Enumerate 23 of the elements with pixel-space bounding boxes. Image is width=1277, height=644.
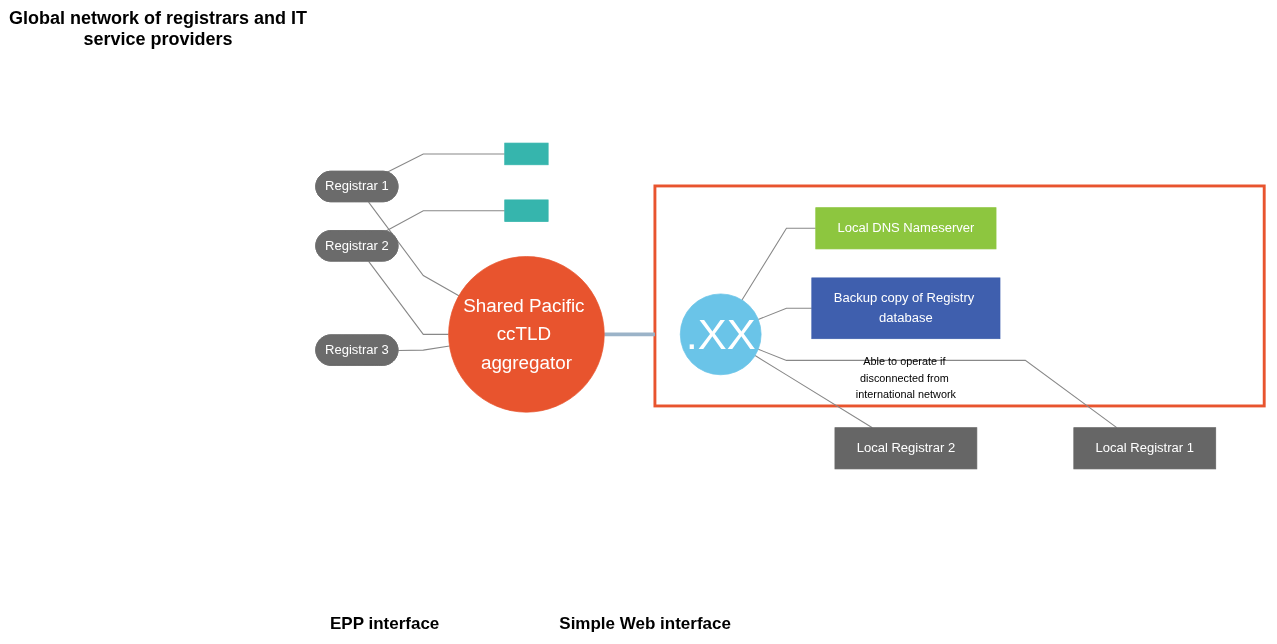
node-box — [504, 199, 549, 222]
connector — [604, 332, 655, 337]
node-box: Backup copy of Registry database — [811, 277, 1001, 340]
interface-label: Simple Web interface — [559, 614, 731, 634]
connector — [741, 227, 817, 301]
connector — [368, 201, 460, 297]
interface-label: EPP interface — [330, 614, 440, 634]
node-label: Able to operate if disconnected from international network — [855, 355, 956, 401]
connector — [757, 348, 1118, 429]
connector — [397, 345, 451, 351]
connector — [385, 210, 506, 232]
node-box: Local Registrar 2 — [834, 427, 978, 470]
node-box — [504, 142, 549, 166]
cluster — [653, 184, 1266, 408]
connector — [754, 355, 873, 429]
node-box: Local DNS Nameserver — [815, 207, 997, 250]
connector — [386, 153, 506, 173]
connector — [368, 260, 450, 335]
node-circle: .XX — [679, 293, 762, 376]
title: Global network of registrars and IT service providers — [8, 8, 308, 50]
node-box: Local Registrar 1 — [1073, 427, 1217, 470]
node-circle: Shared Pacific ccTLD aggregator — [448, 256, 605, 413]
connector — [757, 307, 813, 320]
